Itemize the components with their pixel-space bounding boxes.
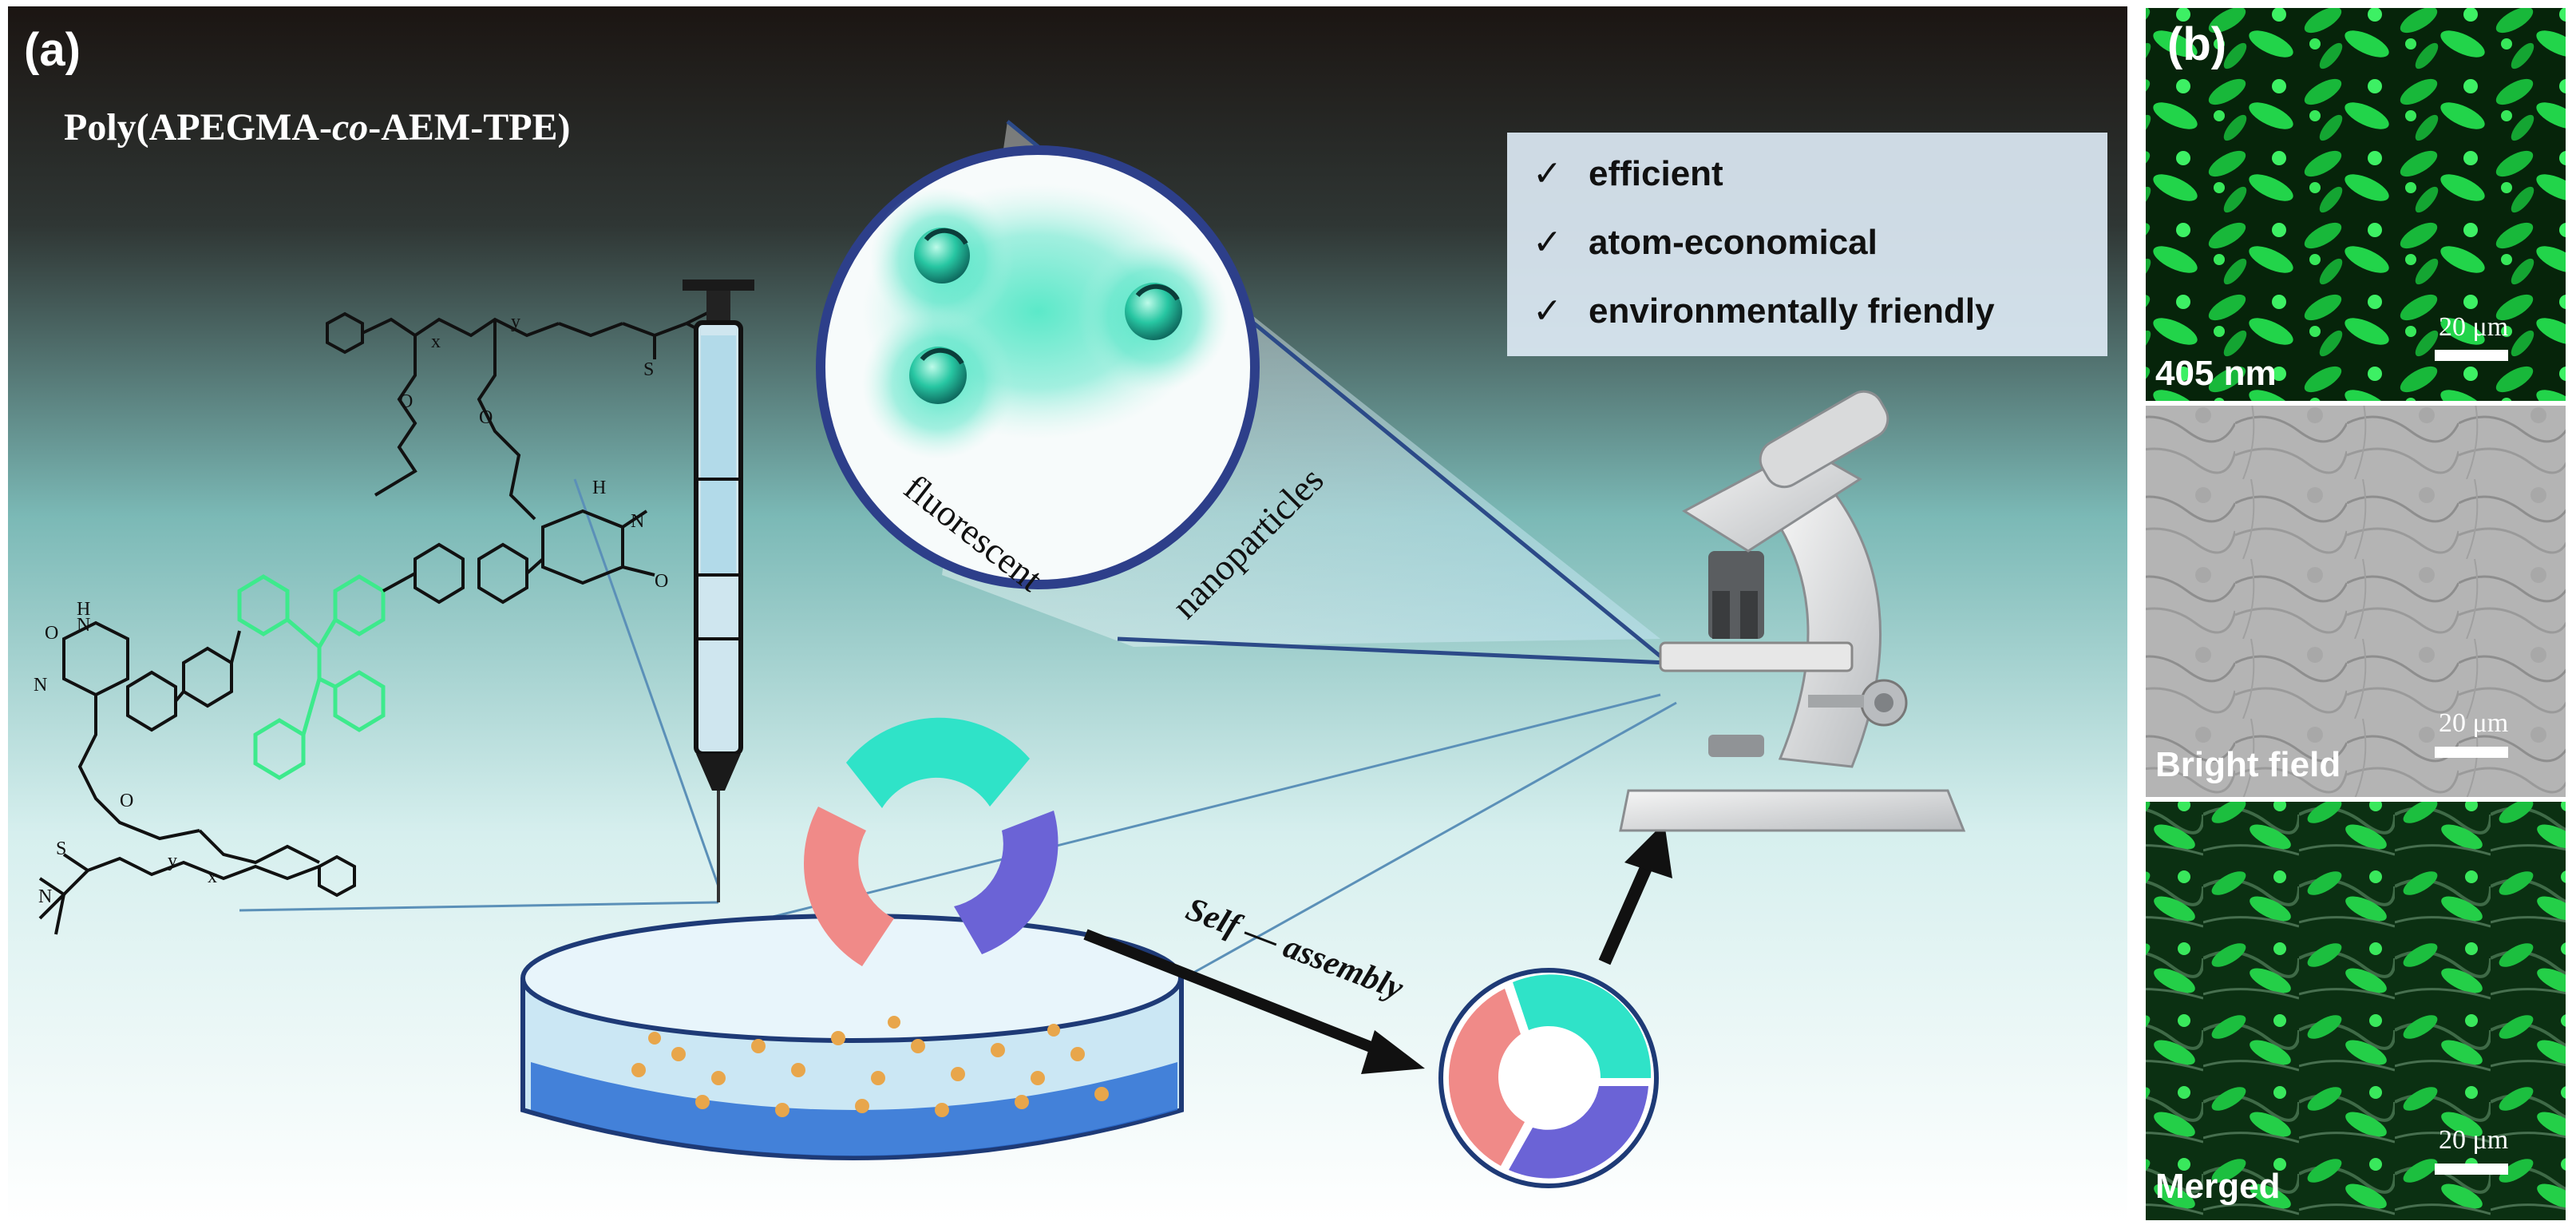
atom-label: y: [168, 850, 177, 871]
segment-cyan: [846, 717, 1030, 808]
open-ring-segments: [803, 717, 1058, 966]
ester-linker: [77, 695, 200, 841]
benefit-text: efficient: [1589, 154, 1723, 193]
atom-label: O: [120, 791, 133, 811]
nanoparticle: [1125, 283, 1182, 340]
backbone-chain: [62, 853, 320, 896]
phenyl-ring: [253, 718, 306, 780]
phenyl-ring: [126, 670, 177, 732]
scale-bar: [2435, 747, 2508, 758]
microscope-stage: [1659, 641, 1854, 672]
benefit-item: ✓ environmentally friendly: [1533, 291, 1995, 331]
panel-b: (b) 405 nm 20 μm Bright field 20 μm Merg…: [2143, 6, 2570, 1222]
scale-bar: [2435, 1164, 2508, 1175]
panel-b-label: (b): [2167, 18, 2226, 70]
guide-line: [638, 693, 1661, 952]
diethylamino: [38, 877, 67, 935]
phenyl-ring: [333, 670, 386, 732]
micrograph-fluorescence: (b) 405 nm 20 μm: [2146, 8, 2566, 401]
atom-label: O: [655, 571, 668, 592]
backbone-chain: [362, 317, 560, 338]
image-caption: 405 nm: [2155, 354, 2277, 393]
atom-label: O: [479, 407, 493, 428]
segment-purple: [954, 811, 1058, 954]
monomer-particles: [631, 1016, 1109, 1117]
light-source: [1708, 735, 1764, 757]
cone-edge: [1117, 636, 1669, 665]
segment-purple: [1509, 1086, 1648, 1179]
check-icon: ✓: [1533, 154, 1562, 193]
benzene-ring: [326, 311, 364, 355]
polymer-structure: [326, 310, 711, 585]
atom-label: y: [511, 311, 520, 332]
tpe-core: [237, 574, 386, 780]
microscope-base: [1619, 789, 1966, 832]
phenyl-ring: [477, 542, 528, 605]
dithiocarbamate: [622, 322, 687, 359]
atom-label: N: [631, 511, 644, 532]
image-caption: Bright field: [2155, 745, 2341, 784]
guide-line: [573, 478, 720, 887]
closed-ring: [1438, 968, 1659, 1188]
micrograph-merged: Merged 20 μm: [2146, 802, 2566, 1220]
syringe: [683, 279, 754, 902]
segment-pink: [803, 807, 894, 966]
ester-linker: [477, 319, 536, 521]
micrograph-brightfield: Bright field 20 μm: [2146, 406, 2566, 797]
arrowhead: [1624, 823, 1672, 878]
eyepiece: [1759, 390, 1889, 489]
up-arrow: [1598, 823, 1672, 965]
guide-line: [1133, 701, 1677, 1008]
petri-dish: [520, 914, 1184, 1160]
atom-label: O: [399, 391, 413, 412]
image-caption: Merged: [2155, 1167, 2280, 1206]
guide-line: [239, 901, 719, 912]
benefit-text: atom-economical: [1589, 223, 1878, 262]
panel-a-label: (a): [24, 24, 81, 76]
atom-label: x: [431, 331, 441, 352]
check-icon: ✓: [1533, 291, 1562, 331]
benefit-text: environmentally friendly: [1589, 291, 1995, 331]
arrowhead: [1361, 1030, 1425, 1074]
scale-bar-label: 20 μm: [2439, 708, 2508, 738]
peg-chain: [198, 829, 320, 865]
pyrimidinone-ring: [62, 620, 129, 697]
segment-cyan: [1513, 974, 1652, 1078]
biphenyl-linkers: [38, 542, 544, 935]
panel-a: (a) Poly(APEGMA-co-AEM-TPE) ✓ efficient …: [8, 6, 2127, 1222]
atom-label: N: [34, 675, 47, 696]
atom-label: N: [77, 615, 90, 636]
scale-bar: [2435, 350, 2508, 361]
segment-pink: [1448, 989, 1525, 1166]
atom-label: H: [592, 478, 606, 498]
atom-label: S: [56, 838, 66, 859]
atom-label: N: [38, 886, 52, 907]
check-icon: ✓: [1533, 223, 1562, 262]
scale-bar-label: 20 μm: [2439, 312, 2508, 342]
nanoparticle: [909, 347, 967, 404]
benefit-item: ✓ efficient: [1533, 154, 1723, 193]
atom-label: x: [208, 866, 217, 887]
scale-bar-label: 20 μm: [2439, 1125, 2508, 1155]
polymer-name: Poly(APEGMA-co-AEM-TPE): [64, 106, 571, 149]
atom-label: S: [643, 359, 654, 380]
atom-label: O: [45, 623, 58, 644]
atom-label: H: [77, 599, 90, 620]
phenyl-ring: [414, 542, 465, 605]
benefit-item: ✓ atom-economical: [1533, 223, 1878, 262]
benzene-ring: [318, 854, 356, 898]
microscope: [1619, 390, 1966, 832]
peg-chain: [374, 335, 417, 497]
benefits-box: ✓ efficient ✓ atom-economical ✓ environm…: [1507, 133, 2107, 356]
nanoparticle: [914, 228, 970, 283]
